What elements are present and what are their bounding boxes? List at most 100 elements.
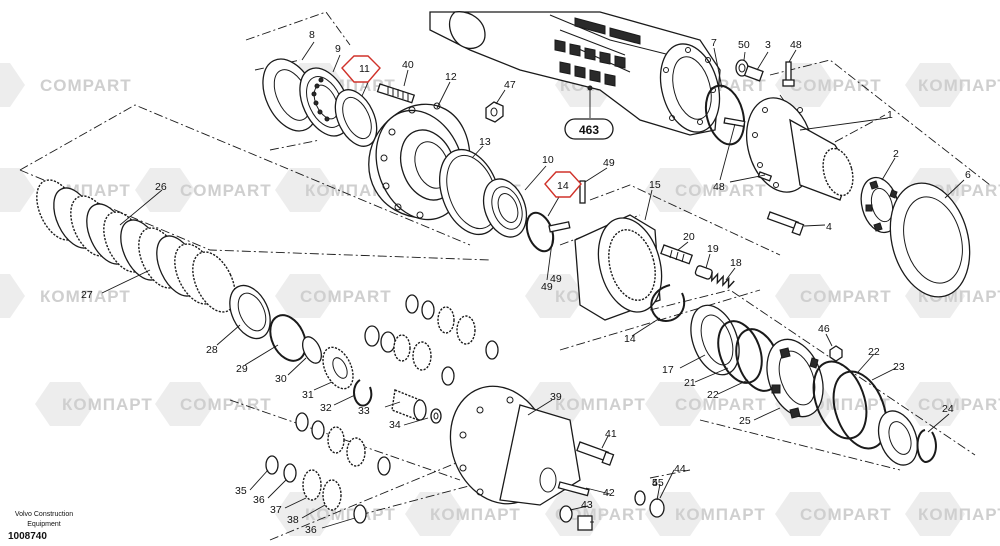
callout-35: 35 xyxy=(235,485,247,497)
watermark-text: КОМПАРТ xyxy=(555,395,646,414)
callout-28: 28 xyxy=(206,344,218,356)
watermark-text: COMPART xyxy=(300,287,392,306)
callout-42: 42 xyxy=(603,487,615,499)
caption-company-2: Equipment xyxy=(27,521,61,528)
callout-21: 21 xyxy=(684,377,696,389)
callout-9: 9 xyxy=(335,43,341,55)
callout-22-right: 22 xyxy=(868,346,880,358)
callout-13: 13 xyxy=(479,136,491,148)
o-ring-7 xyxy=(704,84,746,146)
callout-41: 41 xyxy=(605,428,617,440)
watermark-text: COMPART xyxy=(675,181,767,200)
spring-18 xyxy=(711,271,735,290)
snap-ring-29 xyxy=(269,314,307,362)
callout-6: 6 xyxy=(965,169,971,181)
callout-44: 44 xyxy=(674,463,686,475)
watermark-text: COMPART xyxy=(800,505,892,524)
callout-38: 38 xyxy=(287,514,299,526)
callout-20: 20 xyxy=(683,231,695,243)
stud-bolt-40 xyxy=(376,83,416,104)
callout-22-left: 22 xyxy=(707,389,719,401)
callout-45: 45 xyxy=(652,477,664,489)
callout-26: 26 xyxy=(155,181,167,193)
callout-31: 31 xyxy=(302,389,314,401)
callout-37: 37 xyxy=(270,504,282,516)
plug-43 xyxy=(559,505,593,531)
reference-463[interactable]: 463 xyxy=(564,85,614,140)
callout-49-top: 49 xyxy=(603,157,615,169)
callout-24: 24 xyxy=(942,403,954,415)
callout-39: 39 xyxy=(550,391,562,403)
callout-27: 27 xyxy=(81,289,93,301)
drawing-caption: Volvo Construction Equipment 1008740 xyxy=(8,510,80,543)
planet-gear-stack-35-38 xyxy=(265,455,367,524)
sleeve-19 xyxy=(694,265,713,280)
highlighted-callout-boxes xyxy=(341,55,582,198)
callout-43: 43 xyxy=(581,499,593,511)
pin-42 xyxy=(557,481,590,497)
hex-callout-14 xyxy=(544,171,582,198)
watermark-text: КОМПАРТ xyxy=(40,287,131,306)
callout-12: 12 xyxy=(445,71,457,83)
callout-15: 15 xyxy=(649,179,661,191)
callout-48-upper: 48 xyxy=(790,39,802,51)
callout-36-lower: 36 xyxy=(305,524,317,536)
pin-49 xyxy=(548,180,586,233)
watermark-text: COMPART xyxy=(180,181,272,200)
callout-25: 25 xyxy=(739,415,751,427)
reference-number: 463 xyxy=(579,123,599,137)
callout-49-left: 49 xyxy=(541,281,553,293)
callout-32: 32 xyxy=(320,402,332,414)
callout-23: 23 xyxy=(893,361,905,373)
callout-30: 30 xyxy=(275,373,287,385)
hex-callout-11 xyxy=(341,55,381,83)
callout-29: 29 xyxy=(236,363,248,375)
callout-18: 18 xyxy=(730,257,742,269)
callout-49-lower: 49 xyxy=(550,273,562,285)
watermark-text: COMPART xyxy=(918,395,1000,414)
callout-47: 47 xyxy=(504,79,516,91)
callout-14-lower: 14 xyxy=(624,333,636,345)
watermark-text: COMPART xyxy=(180,395,272,414)
drawing-number: 1008740 xyxy=(8,531,47,542)
callout-2: 2 xyxy=(893,148,899,160)
watermark-text: КОМПАРТ xyxy=(430,505,521,524)
washer-34 xyxy=(430,408,442,424)
spindle-1 xyxy=(746,97,854,201)
nut-46 xyxy=(829,345,843,362)
watermark-text: COMPART xyxy=(40,76,132,95)
watermark-text: КОМПАРТ xyxy=(305,505,396,524)
callout-34: 34 xyxy=(389,419,401,431)
callout-46: 46 xyxy=(818,323,830,335)
ring-24-nut xyxy=(877,410,937,466)
shaft-33 xyxy=(391,389,427,421)
nipple-3 xyxy=(743,65,764,82)
bolt-20 xyxy=(660,244,694,265)
callout-labels: 1 2 3 4 5 6 7 8 9 10 11 12 13 14 14 15 1… xyxy=(81,29,971,536)
ring-gear-15 xyxy=(574,214,663,321)
caption-company: Volvo Construction xyxy=(14,511,74,518)
nut-47 xyxy=(485,101,504,123)
axle-housing xyxy=(429,11,721,136)
callout-50: 50 xyxy=(738,39,750,51)
callout-3: 3 xyxy=(765,39,771,51)
bolt-48-lower xyxy=(723,117,773,182)
bearing-10 xyxy=(482,178,528,238)
leader-lines xyxy=(101,41,965,529)
callout-1: 1 xyxy=(887,109,893,121)
callout-36-upper: 36 xyxy=(253,494,265,506)
seal-23 xyxy=(832,370,888,450)
callout-40: 40 xyxy=(402,59,414,71)
watermark-text: COMPART xyxy=(675,395,767,414)
planet-gears xyxy=(295,294,499,476)
callout-5: 5 xyxy=(652,477,658,489)
callout-14-upper: 14 xyxy=(557,180,569,192)
screw-4 xyxy=(766,211,805,236)
watermark-text: КОМПАРТ xyxy=(675,505,766,524)
callout-11: 11 xyxy=(359,63,370,75)
callout-7: 7 xyxy=(711,37,717,49)
watermark-text: КОМПАРТ xyxy=(918,76,1000,95)
callout-17: 17 xyxy=(662,364,674,376)
